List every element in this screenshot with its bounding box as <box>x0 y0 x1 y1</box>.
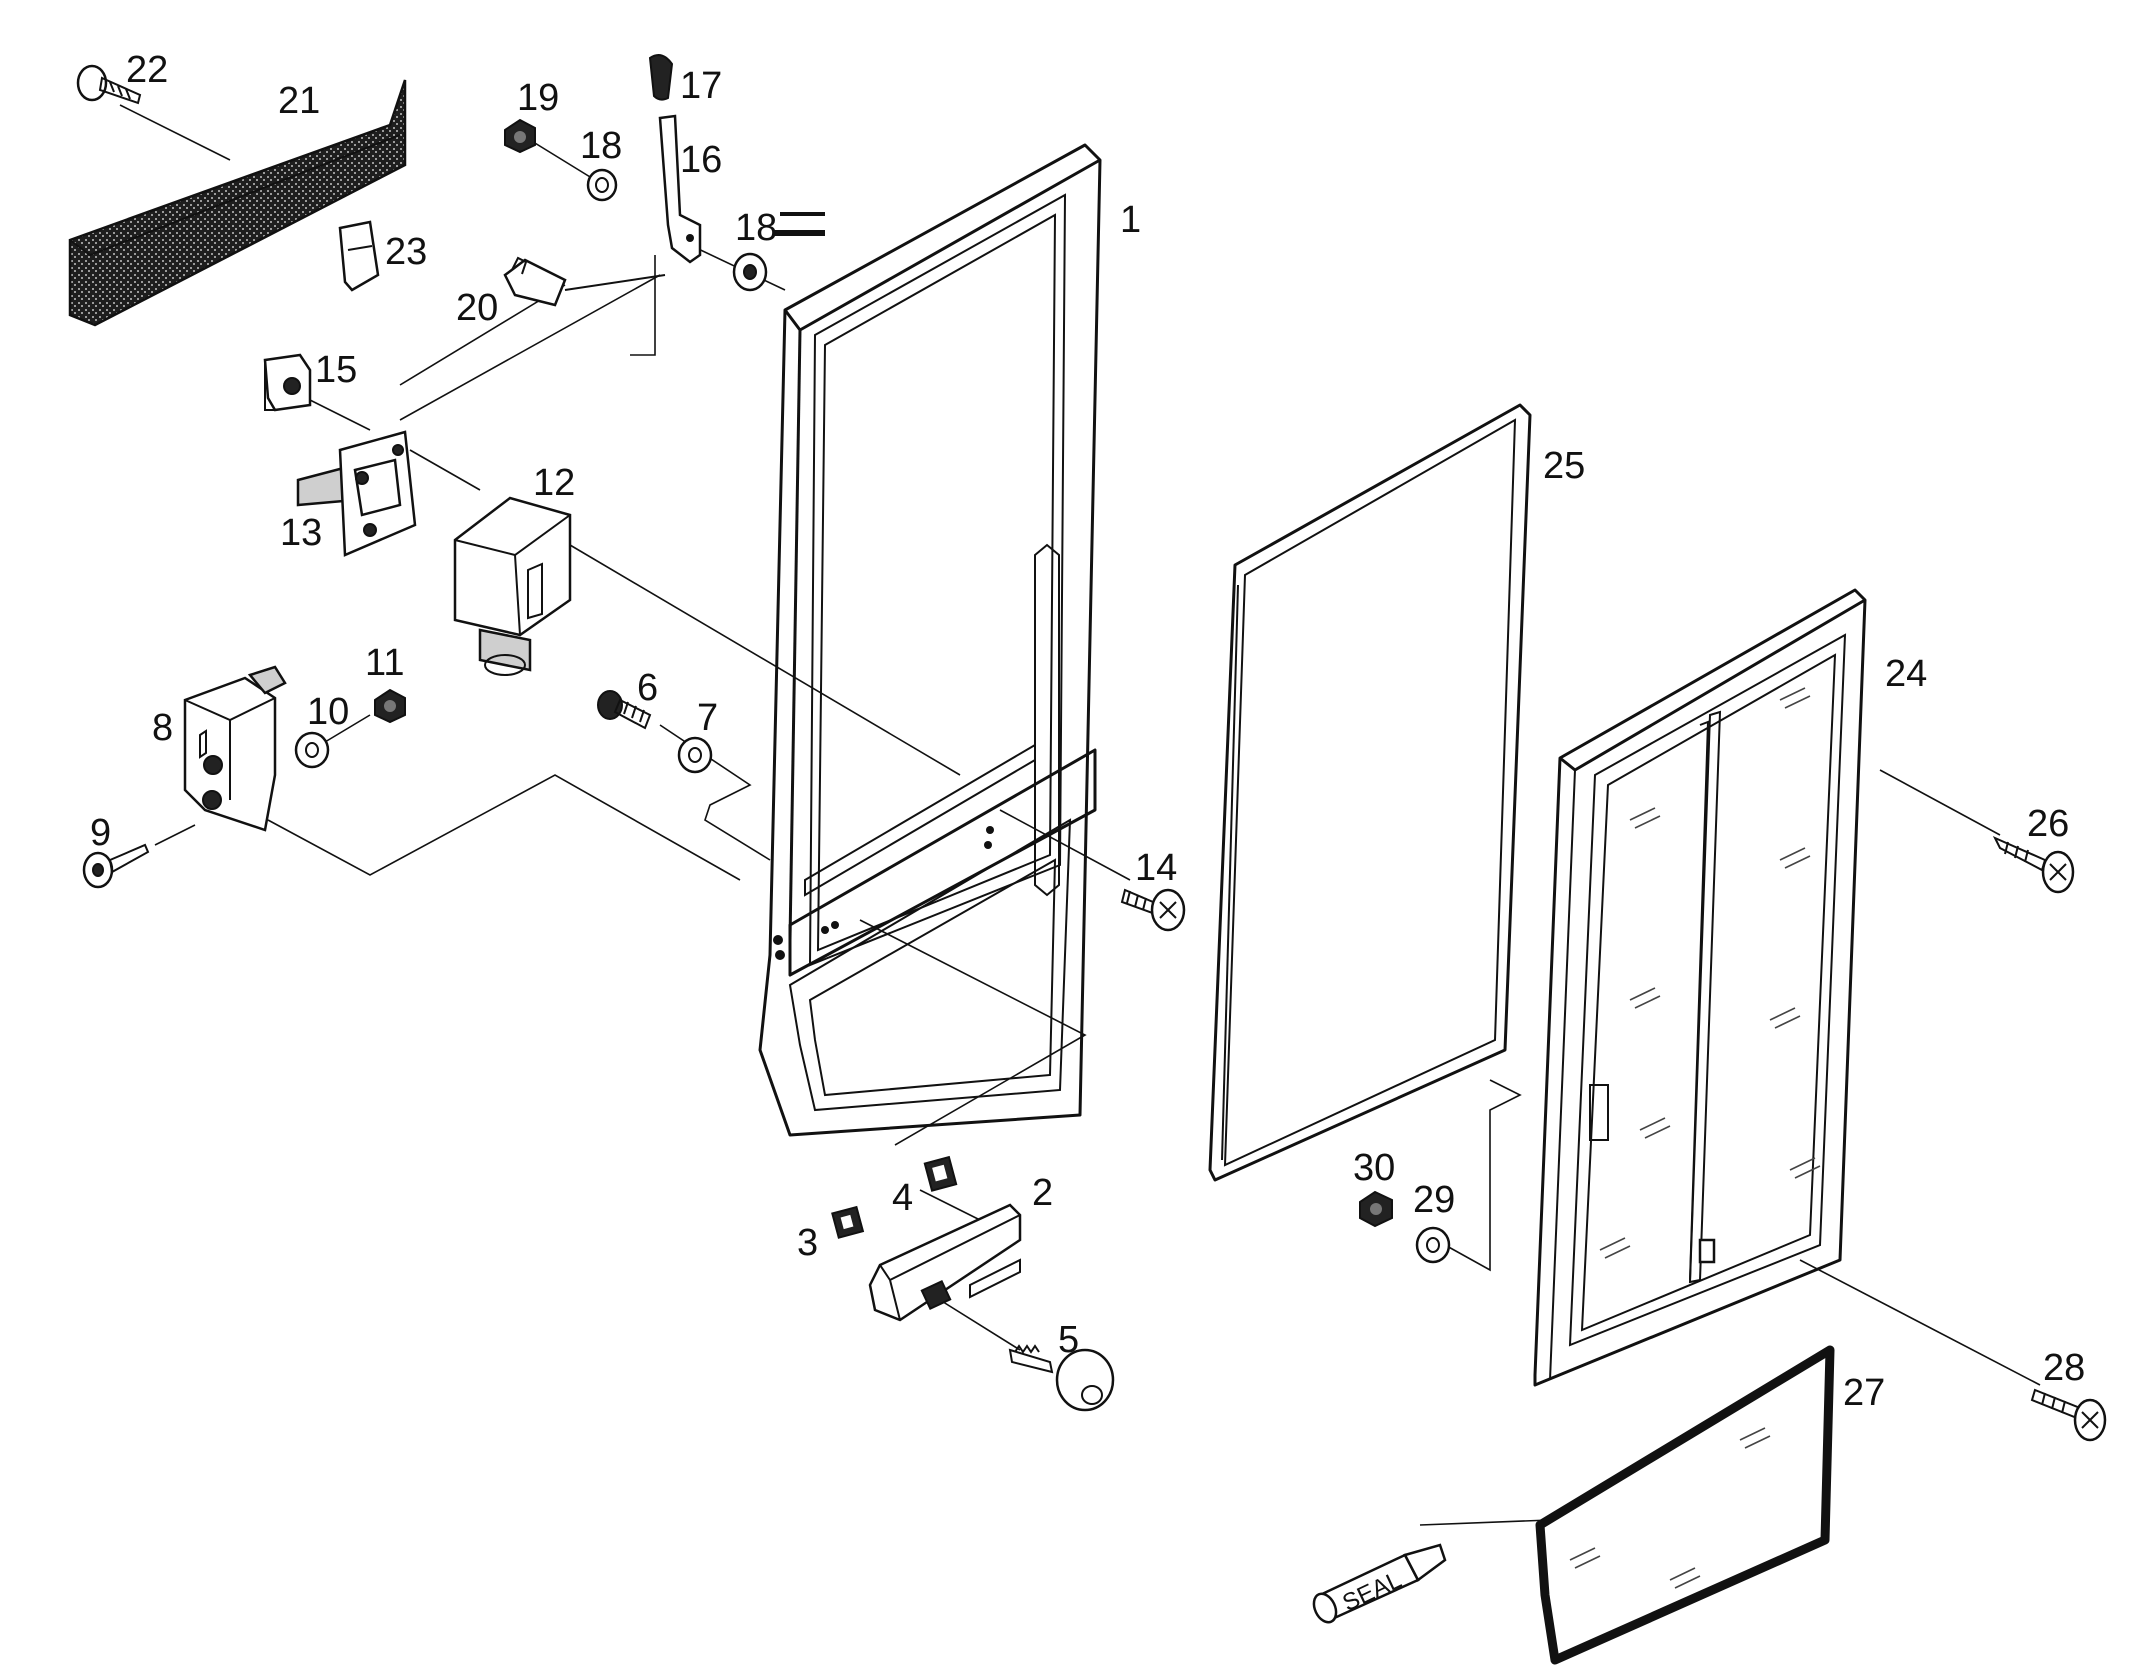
screw-26 <box>1992 835 2075 894</box>
gasket-25 <box>1208 403 1532 1182</box>
clip-17 <box>648 54 674 101</box>
label-part-26: 26 <box>2027 803 2069 845</box>
screw-14 <box>1120 888 1186 932</box>
key-5 <box>1008 1344 1115 1412</box>
label-part-30: 30 <box>1353 1147 1395 1189</box>
clamp-15 <box>263 353 312 412</box>
label-part-2: 2 <box>1032 1172 1053 1214</box>
label-part-7: 7 <box>697 697 718 739</box>
label-part-21: 21 <box>278 80 320 122</box>
nut-19 <box>504 118 536 154</box>
label-part-29: 29 <box>1413 1179 1455 1221</box>
door-frame-1 <box>758 143 1102 1137</box>
washer-18a <box>586 168 618 202</box>
label-part-8: 8 <box>152 707 173 749</box>
label-part-22: 22 <box>126 49 168 91</box>
label-part-15: 15 <box>315 349 357 391</box>
label-part-23: 23 <box>385 231 427 273</box>
label-part-12: 12 <box>533 462 575 504</box>
lock-housing-8 <box>183 665 287 832</box>
label-part-14: 14 <box>1135 847 1177 889</box>
washer-18b <box>732 252 768 292</box>
glass-panel-24 <box>1533 588 1867 1387</box>
seal-tube: SEAL <box>1312 1543 1447 1624</box>
label-part-3: 3 <box>797 1222 818 1264</box>
bolt-6 <box>597 690 652 730</box>
label-part-24: 24 <box>1885 653 1927 695</box>
leader-lines <box>119 104 2041 1526</box>
pin-20 <box>503 256 666 307</box>
nut-30 <box>1359 1190 1393 1228</box>
bracket-23 <box>338 220 380 292</box>
washer-29 <box>1415 1226 1451 1264</box>
label-part-11: 11 <box>365 642 404 684</box>
label-part-25: 25 <box>1543 445 1585 487</box>
label-part-5: 5 <box>1058 1319 1079 1361</box>
washer-10 <box>294 731 330 769</box>
label-part-18a: 18 <box>580 125 622 167</box>
label-part-13: 13 <box>280 512 322 554</box>
label-part-19: 19 <box>517 77 559 119</box>
label-part-27: 27 <box>1843 1372 1885 1414</box>
screw-9 <box>82 843 150 889</box>
label-part-20: 20 <box>456 287 498 329</box>
glass-pane-27 <box>1535 1345 1835 1665</box>
label-part-10: 10 <box>307 691 349 733</box>
label-part-17: 17 <box>680 65 722 107</box>
part-labels: 1 2 3 4 5 6 7 8 9 10 11 12 13 14 15 16 1… <box>90 49 2085 1414</box>
screw-22 <box>76 64 142 105</box>
mesh-panel-21 <box>68 79 407 327</box>
nut-11 <box>374 688 406 724</box>
label-part-1: 1 <box>1120 199 1141 241</box>
hinge-bracket-13 <box>296 430 417 557</box>
screw-28 <box>2030 1388 2107 1442</box>
pointer-arrow-18 <box>775 212 825 236</box>
label-part-9: 9 <box>90 812 111 854</box>
handle-2 <box>868 1203 1022 1322</box>
label-part-4: 4 <box>892 1177 913 1219</box>
washer-7 <box>677 736 713 774</box>
label-part-18b: 18 <box>735 207 777 249</box>
insert-3 <box>831 1205 865 1239</box>
label-part-6: 6 <box>637 667 658 709</box>
box-bracket-12 <box>453 496 572 676</box>
label-part-28: 28 <box>2043 1347 2085 1389</box>
bracket-16 <box>658 114 702 264</box>
label-part-16: 16 <box>680 139 722 181</box>
insert-4 <box>923 1155 958 1192</box>
